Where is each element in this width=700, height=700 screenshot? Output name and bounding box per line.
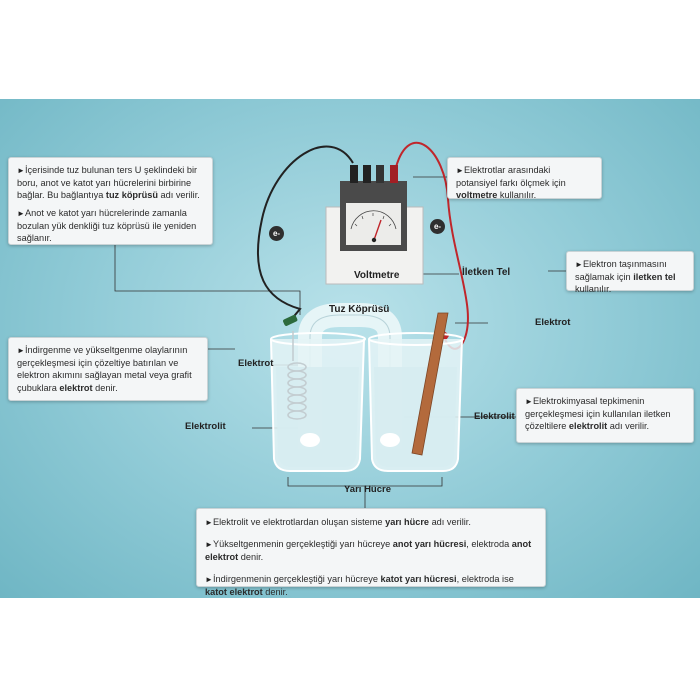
electrode-right-label: Elektrot — [535, 317, 571, 328]
left-coil-electrode — [287, 331, 307, 420]
electrolyte-left-label: Elektrolit — [185, 421, 226, 432]
bullet-icon: ► — [205, 518, 213, 527]
electron-icon-left: e- — [269, 226, 284, 241]
black-wire — [256, 145, 354, 322]
info-box-electrolyte: ►Elektrokimyasal tepkimenin gerçekleşmes… — [516, 388, 694, 443]
bullet-icon: ► — [205, 540, 213, 550]
bullet-icon: ► — [575, 260, 583, 269]
right-salt-plug — [380, 433, 400, 447]
terminal-2 — [363, 165, 371, 183]
info-box-half-cell: ►Elektrolit ve elektrotlardan oluşan sis… — [196, 508, 546, 597]
bullet-icon: ► — [525, 397, 533, 406]
dial-needle — [373, 219, 382, 241]
leader-tuz-koprusu — [114, 243, 301, 315]
bullet-icon: ► — [456, 166, 464, 175]
info-box-wire: ►Elektron taşınmasını sağlamak için ilet… — [566, 251, 694, 294]
voltmeter-label: Voltmetre — [354, 270, 400, 281]
electron-icon-right: e- — [430, 219, 445, 234]
diagram-background: e- e- Voltmetre Tuz Köprüsü İletken Tel … — [0, 99, 700, 598]
info-box-salt-bridge: ►İçerisinde tuz bulunan ters U şeklindek… — [8, 157, 213, 245]
terminal-1 — [350, 165, 358, 183]
bullet-icon: ► — [17, 346, 25, 355]
wire-label: İletken Tel — [462, 267, 511, 278]
bullet-icon: ► — [17, 208, 25, 218]
voltmeter — [325, 165, 424, 285]
dial-arc — [350, 210, 397, 230]
bullet-icon: ► — [205, 574, 213, 584]
copper-electrode — [411, 312, 449, 456]
salt-bridge-edge — [309, 314, 391, 449]
black-clip — [283, 314, 298, 326]
info-box-voltmeter: ►Elektrotlar arasındaki potansiyel farkı… — [447, 157, 602, 200]
electrolyte-right-label: Elektrolit — [474, 411, 515, 422]
electrode-left-label: Elektrot — [238, 358, 274, 369]
dial-pivot — [371, 237, 377, 243]
terminal-3 — [376, 165, 384, 183]
terminal-4 — [390, 165, 398, 183]
info-box-electrode: ►İndirgenme ve yükseltgenme olaylarının … — [8, 337, 208, 401]
half-cell-label: Yarı Hücre — [344, 484, 391, 495]
dial-ticks — [354, 213, 392, 227]
salt-bridge-label: Tuz Köprüsü — [329, 304, 390, 315]
left-beaker — [270, 332, 366, 472]
bullet-icon: ► — [17, 166, 25, 175]
left-salt-plug — [300, 433, 320, 447]
galvanic-cell-illustration — [114, 141, 566, 508]
